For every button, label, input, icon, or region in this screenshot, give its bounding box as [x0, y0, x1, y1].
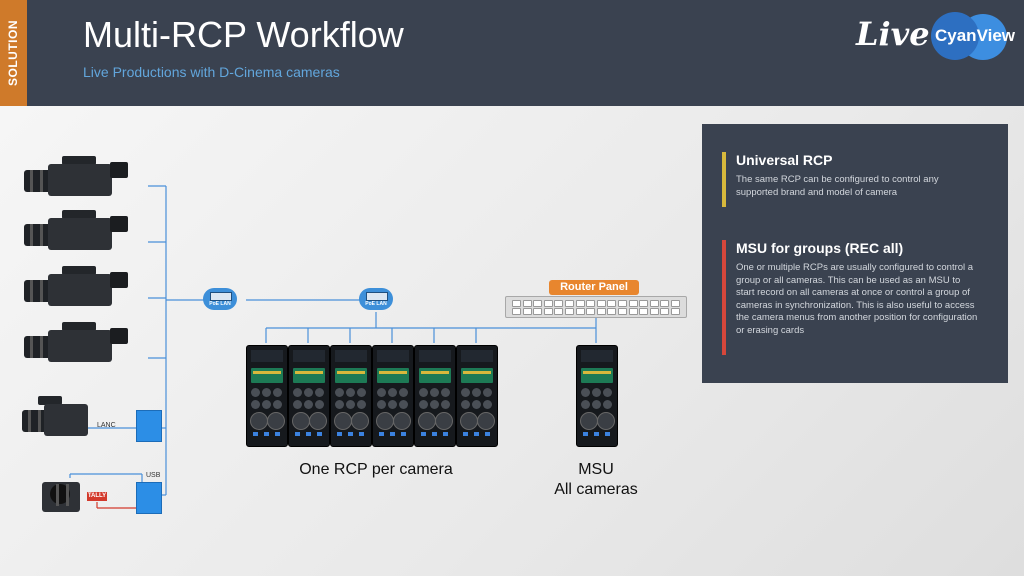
msu-caption-line2: All cameras — [554, 481, 638, 498]
cinema-camera-icon — [22, 210, 142, 254]
section-bar — [722, 240, 726, 355]
section-bar — [722, 152, 726, 207]
converter-icon — [136, 410, 162, 442]
cinema-camera-icon — [22, 322, 142, 366]
live-logo: Live — [856, 15, 930, 53]
lanc-label: LANC — [97, 422, 116, 429]
mirrorless-camera-icon — [42, 478, 82, 518]
poe-switch-icon: PoE LAN — [359, 288, 393, 310]
converter-icon — [136, 482, 162, 514]
rcp-panel-icon — [456, 345, 498, 447]
cinema-camera-icon — [22, 156, 142, 200]
router-panel-label: Router Panel — [549, 280, 639, 295]
usb-label: USB — [146, 472, 161, 479]
camcorder-icon — [20, 396, 100, 440]
rcp-caption: One RCP per camera — [299, 461, 453, 478]
page-title: Multi-RCP Workflow — [83, 14, 404, 55]
rcp-panel-icon — [288, 345, 330, 447]
info-panel: Universal RCP The same RCP can be config… — [702, 124, 1008, 383]
info-section-title: Universal RCP — [736, 152, 833, 168]
cyanview-logo: CyanView — [931, 12, 1015, 60]
poe-label: PoE LAN — [365, 301, 387, 307]
rcp-panel-icon — [330, 345, 372, 447]
page-subtitle: Live Productions with D-Cinema cameras — [83, 64, 340, 80]
msu-caption-line1: MSU — [578, 461, 614, 478]
rcp-panel-icon — [246, 345, 288, 447]
info-section-text: One or multiple RCPs are usually configu… — [736, 262, 978, 336]
rcp-panel-icon — [576, 345, 618, 447]
rcp-panel-icon — [414, 345, 456, 447]
cyanview-logo-text: CyanView — [935, 26, 1016, 45]
tally-label: TALLY — [87, 492, 107, 501]
rcp-panel-icon — [372, 345, 414, 447]
cinema-camera-icon — [22, 266, 142, 310]
section-tag: SOLUTION — [0, 0, 27, 106]
info-section-text: The same RCP can be configured to contro… — [736, 174, 939, 198]
info-section-title: MSU for groups (REC all) — [736, 240, 904, 256]
router-panel-icon — [505, 296, 687, 318]
poe-label: PoE LAN — [209, 301, 231, 307]
poe-switch-icon: PoE LAN — [203, 288, 237, 310]
header: SOLUTION Multi-RCP Workflow Live Product… — [0, 0, 1024, 106]
